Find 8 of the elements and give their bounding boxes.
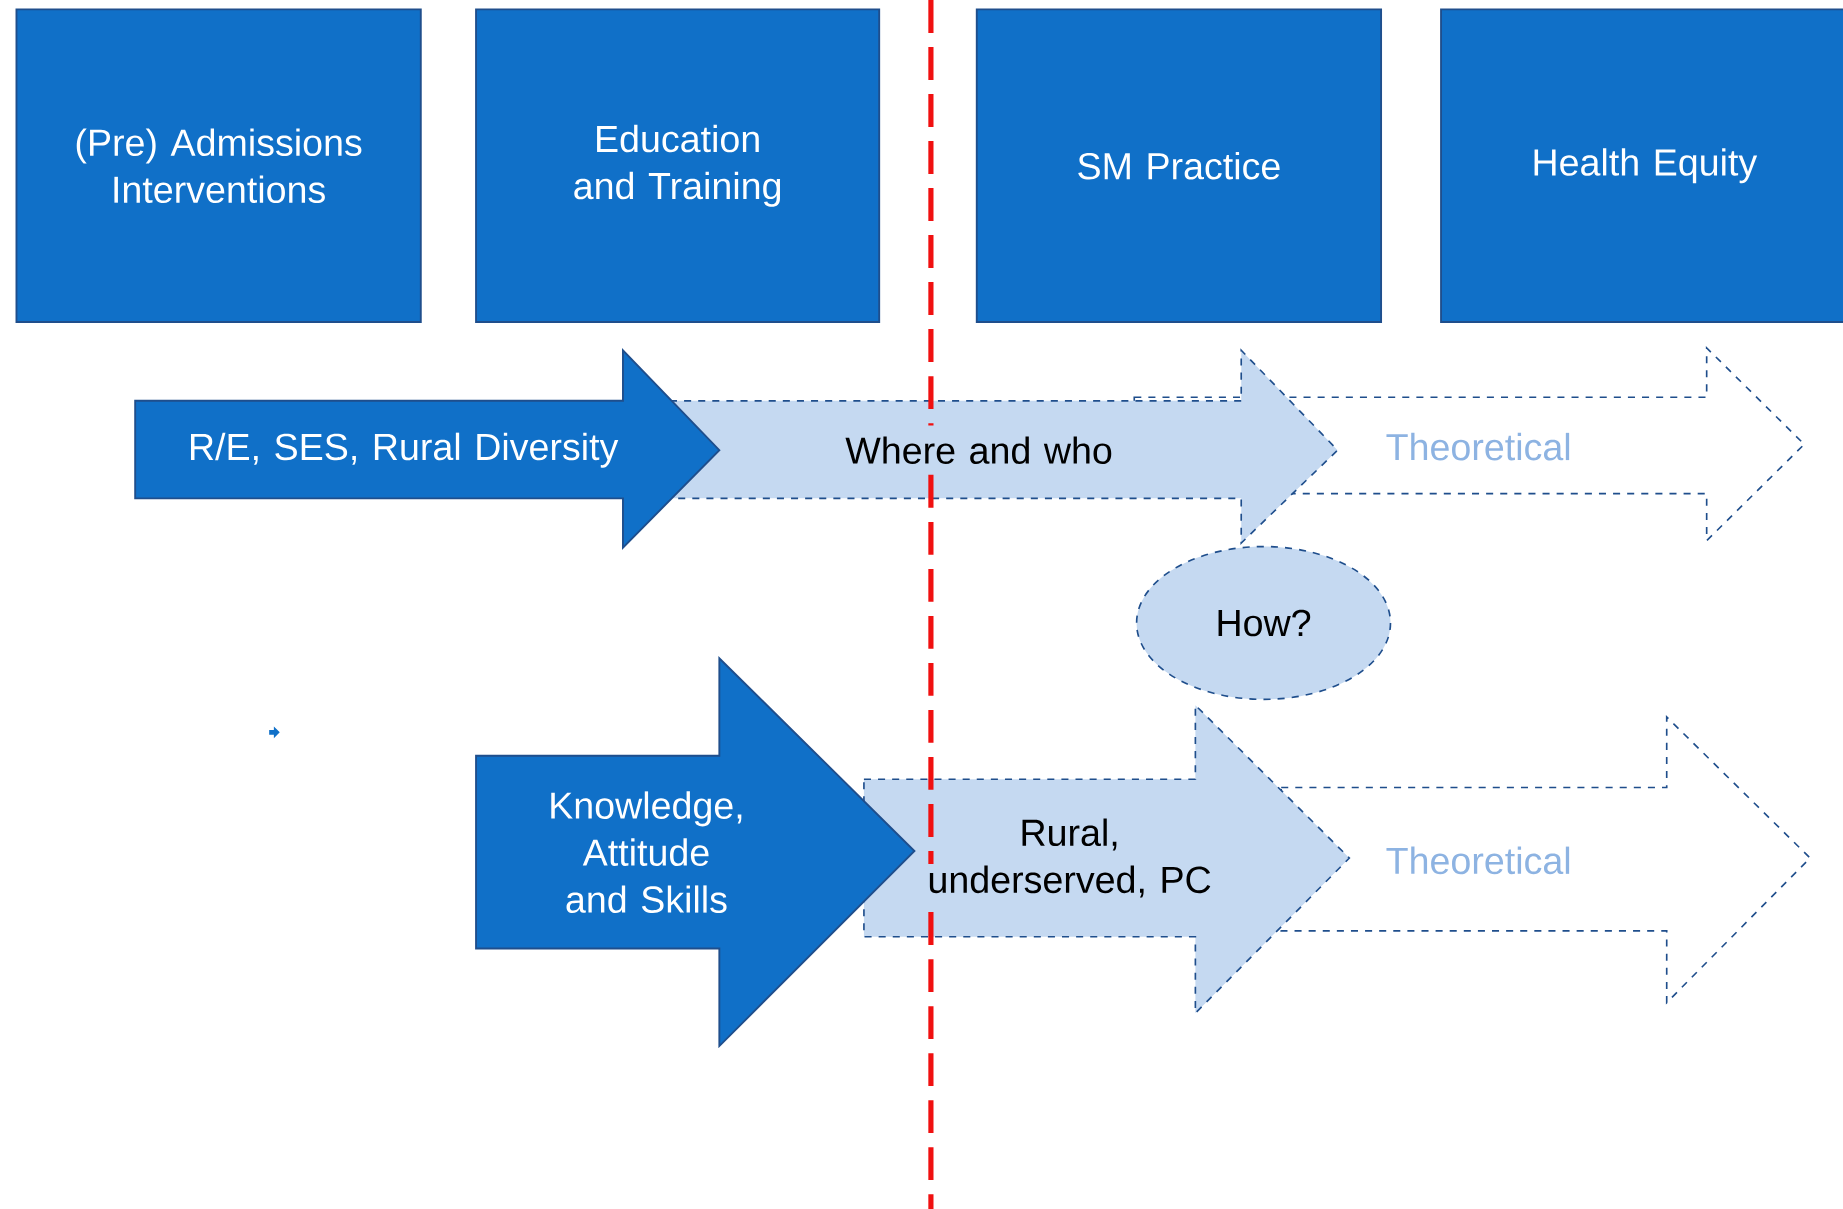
- stage-box: Health Equity: [1440, 8, 1843, 323]
- pointed-banner: Rural, underserved, PC: [863, 703, 1351, 1015]
- stage-box: (Pre) Admissions Interventions: [15, 8, 422, 323]
- stage-box: SM Practice: [975, 8, 1383, 323]
- stage-box: Education and Training: [475, 8, 881, 323]
- pointed-banner: Theoretical: [1280, 714, 1812, 1005]
- pointed-banner: Knowledge, Attitude and Skills: [475, 655, 916, 1049]
- pointed-banner: R/E, SES, Rural Diversity: [134, 347, 721, 550]
